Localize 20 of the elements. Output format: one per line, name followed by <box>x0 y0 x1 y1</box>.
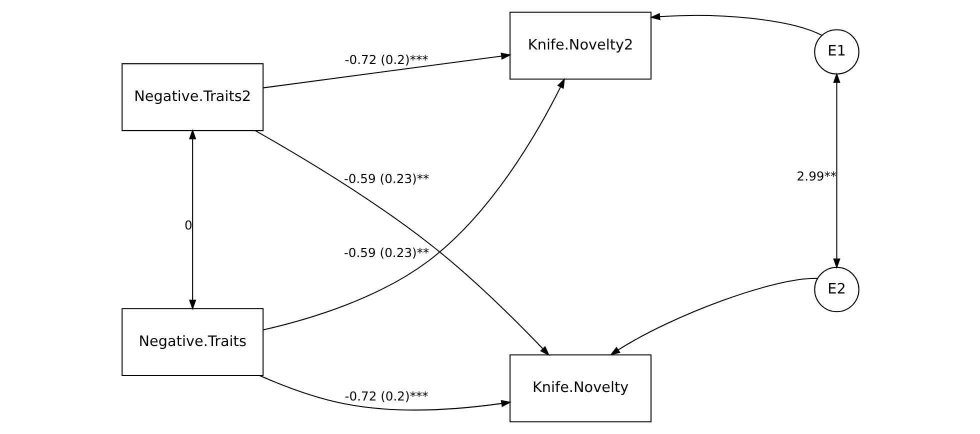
arrow <box>262 78 564 330</box>
node-circle: E1 <box>814 29 859 74</box>
edge-label: 2.99** <box>796 170 836 184</box>
arrow <box>188 129 196 310</box>
edge-label: -0.59 (0.23)** <box>343 246 429 260</box>
arrow <box>259 375 512 410</box>
edge-label: 0 <box>184 218 192 233</box>
node-box: Negative.Traits <box>121 308 264 376</box>
node-box: Knife.Novelty2 <box>509 12 652 80</box>
arrow <box>649 13 822 36</box>
arrow <box>254 130 550 356</box>
node-circle: E2 <box>814 266 859 312</box>
arrow <box>262 52 511 88</box>
arrow <box>832 72 840 269</box>
edge-label: -0.72 (0.2)*** <box>344 389 428 404</box>
arrow <box>609 278 817 356</box>
node-box: Negative.Traits2 <box>121 63 264 132</box>
edge-label: -0.72 (0.2)*** <box>344 52 428 67</box>
edge-label: -0.59 (0.23)** <box>343 172 429 186</box>
node-box: Knife.Novelty <box>509 354 652 422</box>
